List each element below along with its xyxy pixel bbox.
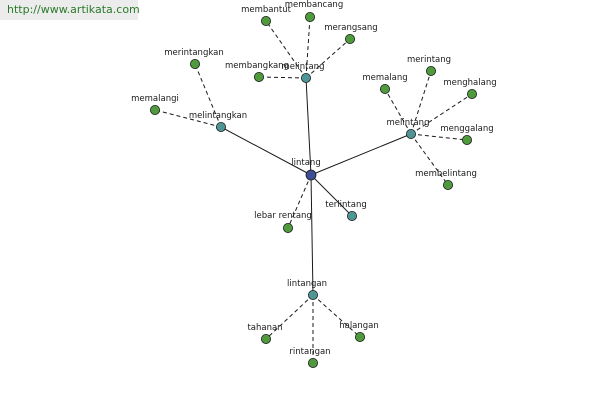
node-label-lintang: lintang — [291, 158, 320, 168]
node-memalang[interactable] — [379, 84, 390, 95]
edge-melintang-merangsang — [305, 38, 351, 79]
node-tahanan[interactable] — [260, 333, 271, 344]
edge-melintang2-menghalang — [410, 93, 473, 135]
edge-melintang-membangkang — [258, 76, 307, 79]
node-membancang[interactable] — [304, 11, 315, 22]
node-lintangan[interactable] — [307, 289, 318, 300]
edge-lintangan-tahanan — [265, 294, 314, 340]
site-url-watermark[interactable]: http://www.artikata.com — [0, 0, 140, 20]
edge-lintang-terlintang — [310, 174, 353, 217]
graph-labels: lintang melintang melintangkan melintang ter… — [131, 0, 496, 357]
node-label-lintangan: lintangan — [287, 279, 327, 289]
node-label-rintangan: rintangan — [289, 347, 330, 357]
graph-nodes — [149, 11, 477, 368]
node-label-memalangi: memalangi — [131, 94, 179, 104]
node-melintangkan[interactable] — [215, 122, 226, 133]
node-rintangan[interactable] — [307, 357, 318, 368]
node-label-tahanan: tahanan — [247, 323, 282, 333]
node-membangkang[interactable] — [253, 72, 264, 83]
node-label-merintang: merintang — [407, 55, 451, 65]
node-label-menggalang: menggalang — [440, 124, 493, 134]
edge-melintang2-memalang — [384, 88, 412, 135]
node-label-melintang: melintang — [282, 62, 325, 72]
node-label-melintang2: melintang — [387, 118, 430, 128]
node-merintang[interactable] — [425, 66, 436, 77]
edge-lintang-melintangkan — [220, 126, 312, 176]
edge-lintang-lebar_rentang — [287, 174, 312, 229]
edge-melintang-membancang — [305, 16, 311, 79]
node-lebar_rentang[interactable] — [282, 222, 293, 233]
node-label-membancang: membancang — [285, 0, 343, 10]
node-label-merintangkan: merintangkan — [164, 48, 223, 58]
edge-lintang-melintang2 — [310, 133, 412, 176]
node-label-membangkang: membangkang — [225, 61, 289, 71]
edge-melintang-membantut — [265, 20, 307, 79]
edge-melintangkan-merintangkan — [194, 63, 222, 128]
node-label-menghalang: menghalang — [443, 78, 496, 88]
node-label-membelintang: membelintang — [415, 169, 477, 179]
node-label-memalang: memalang — [362, 73, 407, 83]
node-menggalang[interactable] — [461, 134, 472, 145]
graph-edges — [154, 16, 473, 363]
node-merintangkan[interactable] — [189, 59, 200, 70]
node-label-halangan: halangan — [339, 321, 379, 331]
edge-melintang2-menggalang — [410, 133, 468, 141]
edge-lintangan-halangan — [312, 294, 361, 338]
edge-lintang-lintangan — [310, 174, 314, 296]
node-label-melintangkan: melintangkan — [189, 111, 247, 121]
node-melintang2[interactable] — [405, 128, 416, 139]
node-terlintang[interactable] — [346, 210, 357, 221]
edge-melintangkan-memalangi — [154, 109, 222, 128]
node-label-terlintang: terlintang — [325, 200, 367, 210]
node-merangsang[interactable] — [344, 34, 355, 45]
node-melintang[interactable] — [300, 73, 311, 84]
node-memalangi[interactable] — [149, 105, 160, 116]
node-membantut[interactable] — [260, 15, 271, 26]
node-lintang[interactable] — [305, 169, 317, 181]
node-label-membantut: membantut — [241, 5, 292, 15]
node-label-merangsang: merangsang — [324, 23, 377, 33]
node-menghalang[interactable] — [466, 89, 477, 100]
node-label-lebar_rentang: lebar rentang — [254, 211, 312, 221]
node-halangan[interactable] — [354, 331, 365, 342]
edge-lintang-melintang — [305, 77, 312, 176]
edge-melintang2-membelintang — [410, 133, 449, 186]
node-membelintang[interactable] — [442, 179, 453, 190]
